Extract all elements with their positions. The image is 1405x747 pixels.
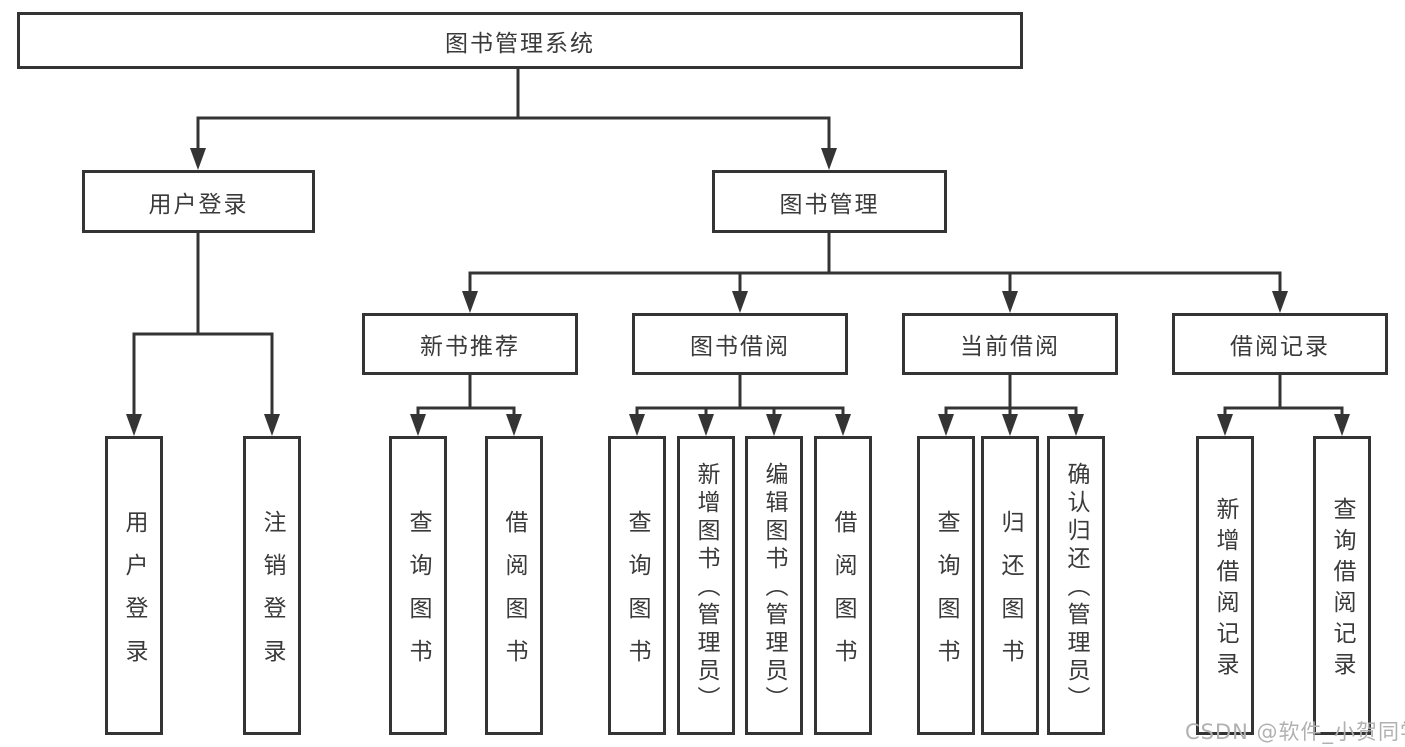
leaf-edit-books-admin: 编辑图书（管理员）	[745, 436, 803, 735]
leaf-query-books-borrowing: 查询图书	[608, 436, 666, 735]
csdn-watermark: CSDN @软件_小贺同学	[1185, 720, 1405, 744]
leaf-borrow-books-recommend: 借阅图书	[485, 436, 543, 735]
node-borrow-records: 借阅记录	[1172, 313, 1388, 375]
leaf-query-borrow-record: 查询借阅记录	[1313, 436, 1371, 735]
node-current-borrowing: 当前借阅	[902, 313, 1118, 375]
leaf-return-books: 归还图书	[981, 436, 1039, 735]
node-library-management-system: 图书管理系统	[17, 12, 1023, 69]
leaf-logout: 注销登录	[243, 436, 301, 735]
leaf-confirm-return-admin: 确认归还（管理员）	[1047, 436, 1105, 735]
leaf-add-borrow-record: 新增借阅记录	[1196, 436, 1254, 735]
leaf-borrow-books: 借阅图书	[814, 436, 872, 735]
node-book-management: 图书管理	[712, 170, 947, 233]
node-new-book-recommend: 新书推荐	[362, 313, 578, 375]
leaf-user-login: 用户登录	[105, 436, 163, 735]
node-user-login: 用户登录	[82, 170, 315, 233]
leaf-query-books-current: 查询图书	[917, 436, 975, 735]
node-book-borrowing: 图书借阅	[632, 313, 848, 375]
leaf-add-books-admin: 新增图书（管理员）	[677, 436, 735, 735]
leaf-query-books-recommend: 查询图书	[389, 436, 447, 735]
